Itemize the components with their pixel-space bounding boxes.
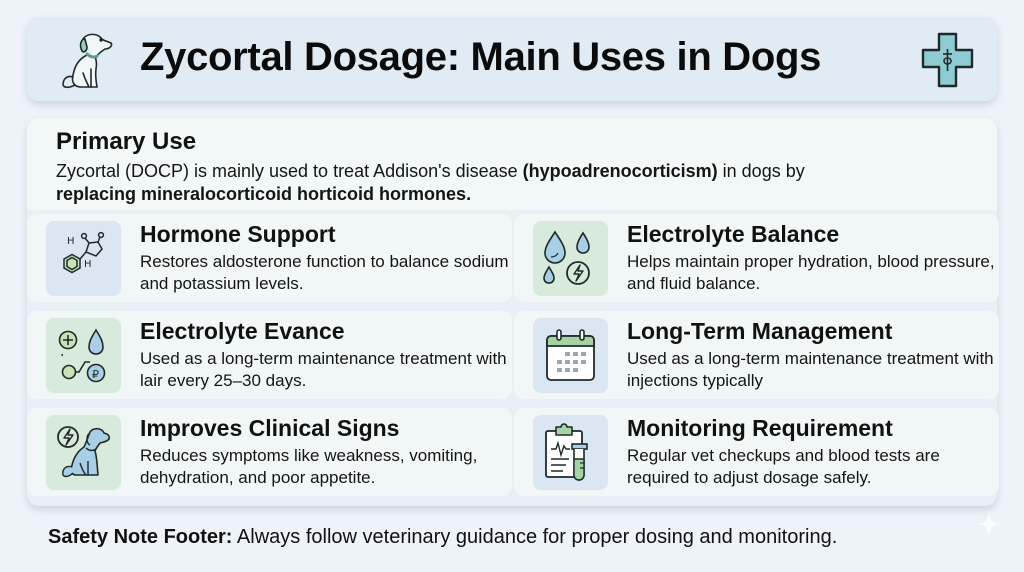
- card-description: Reduces symptoms like weakness, vomiting…: [140, 446, 478, 487]
- card-improves-clinical-signs: Improves Clinical Signs Reduces symptoms…: [27, 408, 512, 496]
- safety-note-footer: Safety Note Footer: Always follow veteri…: [48, 526, 837, 549]
- svg-text:H: H: [84, 259, 92, 270]
- card-description: Used as a long-term maintenance treatmen…: [627, 349, 994, 390]
- card-title: Hormone Support: [140, 221, 336, 247]
- content-panel: Primary Use Zycortal (DOCP) is mainly us…: [27, 118, 999, 506]
- svg-text:H: H: [67, 236, 75, 247]
- footer-label: Safety Note Footer:: [48, 526, 233, 548]
- svg-text:₽: ₽: [92, 368, 99, 381]
- primary-use-title: Primary Use: [56, 128, 197, 155]
- card-long-term-management: Long-Term Management Used as a long-term…: [514, 311, 999, 399]
- primary-use-text: Zycortal (DOCP) is mainly used to treat …: [56, 160, 976, 206]
- molecule-icon: H H: [46, 221, 121, 296]
- card-electrolyte-evance: ₽ Electrolyte Evance Used as a long-term…: [27, 311, 512, 399]
- dog-energy-icon: [46, 415, 121, 490]
- medical-cross-caduceus-icon: [921, 32, 974, 88]
- card-title: Electrolyte Evance: [140, 318, 345, 344]
- page-title: Zycortal Dosage: Main Uses in Dogs: [140, 35, 822, 79]
- sparkle-icon: [977, 512, 1001, 536]
- primary-use-section: Primary Use Zycortal (DOCP) is mainly us…: [27, 118, 997, 210]
- footer-text: Always follow veterinary guidance for pr…: [232, 526, 838, 548]
- title-banner: Zycortal Dosage: Main Uses in Dogs: [27, 17, 997, 101]
- card-title: Long-Term Management: [627, 318, 893, 344]
- primary-use-bold-2: replacing mineralocorticoid horticoid ho…: [56, 184, 472, 204]
- dog-icon: [62, 33, 113, 89]
- clipboard-test-tube-icon: [533, 415, 608, 490]
- card-description: Restores aldosterone function to balance…: [140, 252, 509, 293]
- card-monitoring-requirement: Monitoring Requirement Regular vet check…: [514, 408, 999, 496]
- card-title: Electrolyte Balance: [627, 221, 840, 247]
- calendar-icon: [533, 318, 608, 393]
- card-electrolyte-balance: Electrolyte Balance Helps maintain prope…: [514, 214, 999, 302]
- primary-use-bold-1: (hypoadrenocorticism): [522, 161, 718, 181]
- primary-use-text-1: Zycortal (DOCP) is mainly used to treat …: [56, 161, 523, 181]
- card-description: Helps maintain proper hydration, blood p…: [627, 252, 995, 293]
- card-title: Monitoring Requirement: [627, 415, 893, 441]
- primary-use-text-2: in dogs by: [717, 161, 805, 181]
- card-description: Regular vet checkups and blood tests are…: [627, 446, 940, 487]
- card-title: Improves Clinical Signs: [140, 415, 400, 441]
- card-description: Used as a long-term maintenance treatmen…: [140, 349, 507, 390]
- ions-drop-icon: ₽: [46, 318, 121, 393]
- card-hormone-support: H H Hormone Support Restores aldosterone…: [27, 214, 512, 302]
- water-drops-lightning-icon: [533, 221, 608, 296]
